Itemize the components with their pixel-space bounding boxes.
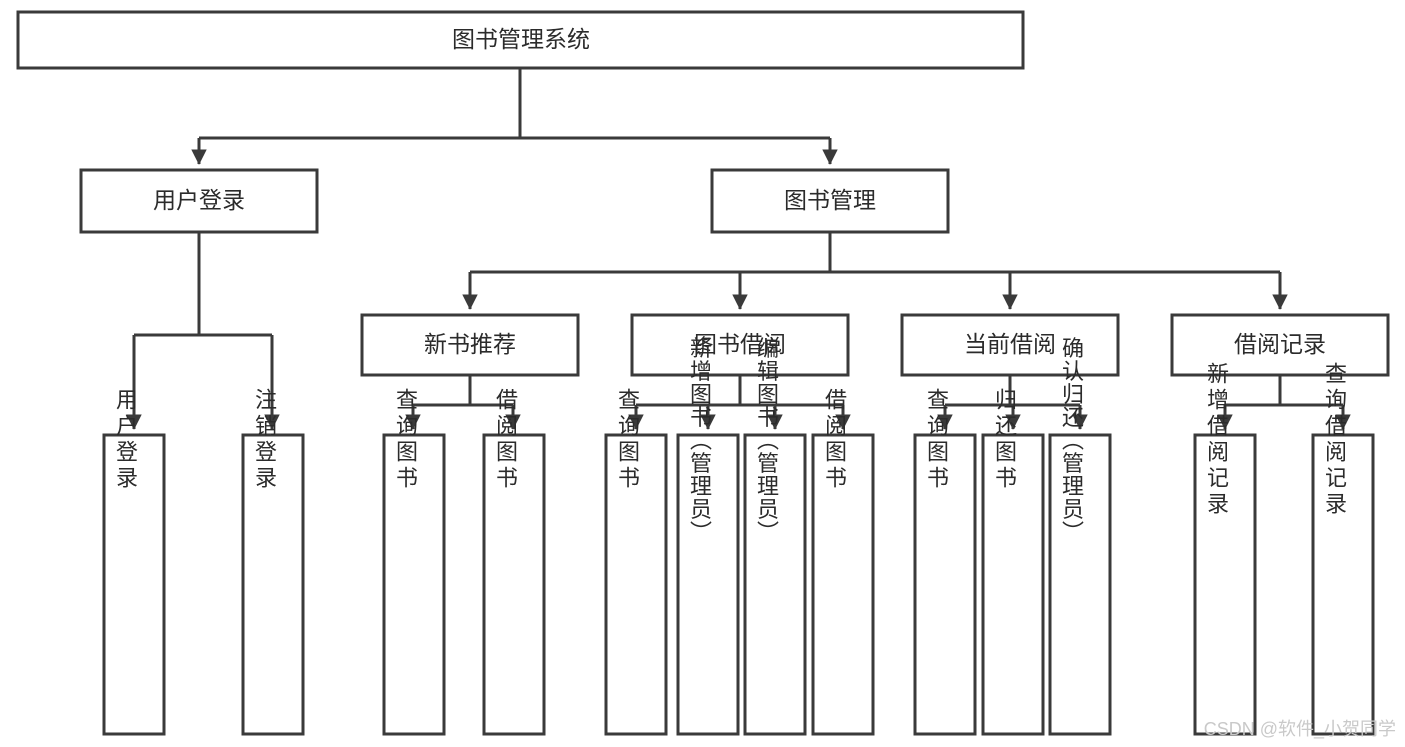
leaf-node[interactable]: 查询图书 xyxy=(382,388,446,736)
leaf-node[interactable]: 编辑图书（管理员） xyxy=(743,337,807,736)
node-user-login-box[interactable] xyxy=(79,168,319,234)
leaf-node[interactable]: 归还图书 xyxy=(981,388,1045,736)
leaf-label-7: 编辑图书（管理员） xyxy=(754,337,779,544)
leaf-box-5[interactable] xyxy=(604,433,668,736)
leaf-box-11[interactable] xyxy=(1048,433,1112,736)
leaf-label-11: 确认归还（管理员） xyxy=(1059,337,1084,544)
node-book-management-label: 图书管理 xyxy=(784,187,876,213)
connector-layer xyxy=(126,68,1351,430)
leaf-box-8[interactable] xyxy=(811,433,875,736)
node-book-management-box[interactable] xyxy=(710,168,950,234)
leaf-box-2[interactable] xyxy=(241,433,305,736)
node-current-borrow-box[interactable] xyxy=(900,313,1120,377)
node-borrow-records-label: 借阅记录 xyxy=(1234,331,1326,357)
leaf-node[interactable]: 用户登录 xyxy=(102,388,166,736)
leaf-label-13: 查询借阅记录 xyxy=(1322,362,1347,518)
leaf-node[interactable]: 查询借阅记录 xyxy=(1311,362,1375,736)
leaf-node[interactable]: 查询图书 xyxy=(913,388,977,736)
leaf-node[interactable]: 查询图书 xyxy=(604,388,668,736)
leaf-label-4: 借阅图书 xyxy=(493,388,518,492)
leaf-node[interactable]: 借阅图书 xyxy=(811,388,875,736)
leaf-label-9: 查询图书 xyxy=(924,388,949,492)
leaf-node[interactable]: 新增图书（管理员） xyxy=(676,337,740,736)
leaf-box-6[interactable] xyxy=(676,433,740,736)
node-borrow-records[interactable]: 借阅记录 xyxy=(1170,313,1390,377)
node-root-box[interactable] xyxy=(16,10,1025,70)
leaf-label-12: 新增借阅记录 xyxy=(1204,362,1229,518)
leaf-box-9[interactable] xyxy=(913,433,977,736)
leaf-box-4[interactable] xyxy=(482,433,546,736)
leaf-box-3[interactable] xyxy=(382,433,446,736)
node-new-book-recommend-label: 新书推荐 xyxy=(424,331,516,357)
node-root[interactable]: 图书管理系统 xyxy=(16,10,1025,70)
leaf-label-8: 借阅图书 xyxy=(822,388,847,492)
node-user-login[interactable]: 用户登录 xyxy=(79,168,319,234)
leaf-label-1: 用户登录 xyxy=(113,388,138,492)
leaf-node[interactable]: 确认归还（管理员） xyxy=(1048,337,1112,736)
leaf-box-13[interactable] xyxy=(1311,433,1375,736)
leaf-box-7[interactable] xyxy=(743,433,807,736)
node-book-borrow-box[interactable] xyxy=(630,313,850,377)
node-current-borrow[interactable]: 当前借阅 xyxy=(900,313,1120,377)
node-new-book-recommend[interactable]: 新书推荐 xyxy=(360,313,580,377)
node-book-borrow[interactable]: 图书借阅 xyxy=(630,313,850,377)
node-book-management[interactable]: 图书管理 xyxy=(710,168,950,234)
csdn-watermark: CSDN @软件_小贺同学 xyxy=(1204,719,1396,740)
leaf-node[interactable]: 借阅图书 xyxy=(482,388,546,736)
leaf-label-5: 查询图书 xyxy=(615,388,640,492)
node-root-label: 图书管理系统 xyxy=(452,26,590,52)
leaf-box-12[interactable] xyxy=(1193,433,1257,736)
leaf-node[interactable]: 注销登录 xyxy=(241,388,305,736)
leaf-box-10[interactable] xyxy=(981,433,1045,736)
leaf-label-3: 查询图书 xyxy=(393,388,418,492)
leaf-label-6: 新增图书（管理员） xyxy=(687,337,712,544)
node-borrow-records-box[interactable] xyxy=(1170,313,1390,377)
leaf-label-10: 归还图书 xyxy=(992,388,1017,492)
node-book-borrow-label: 图书借阅 xyxy=(694,331,786,357)
node-user-login-label: 用户登录 xyxy=(153,187,245,213)
leaf-box-1[interactable] xyxy=(102,433,166,736)
node-new-book-recommend-box[interactable] xyxy=(360,313,580,377)
leaf-label-2: 注销登录 xyxy=(252,388,277,492)
leaf-node[interactable]: 新增借阅记录 xyxy=(1193,362,1257,736)
node-current-borrow-label: 当前借阅 xyxy=(964,331,1056,357)
